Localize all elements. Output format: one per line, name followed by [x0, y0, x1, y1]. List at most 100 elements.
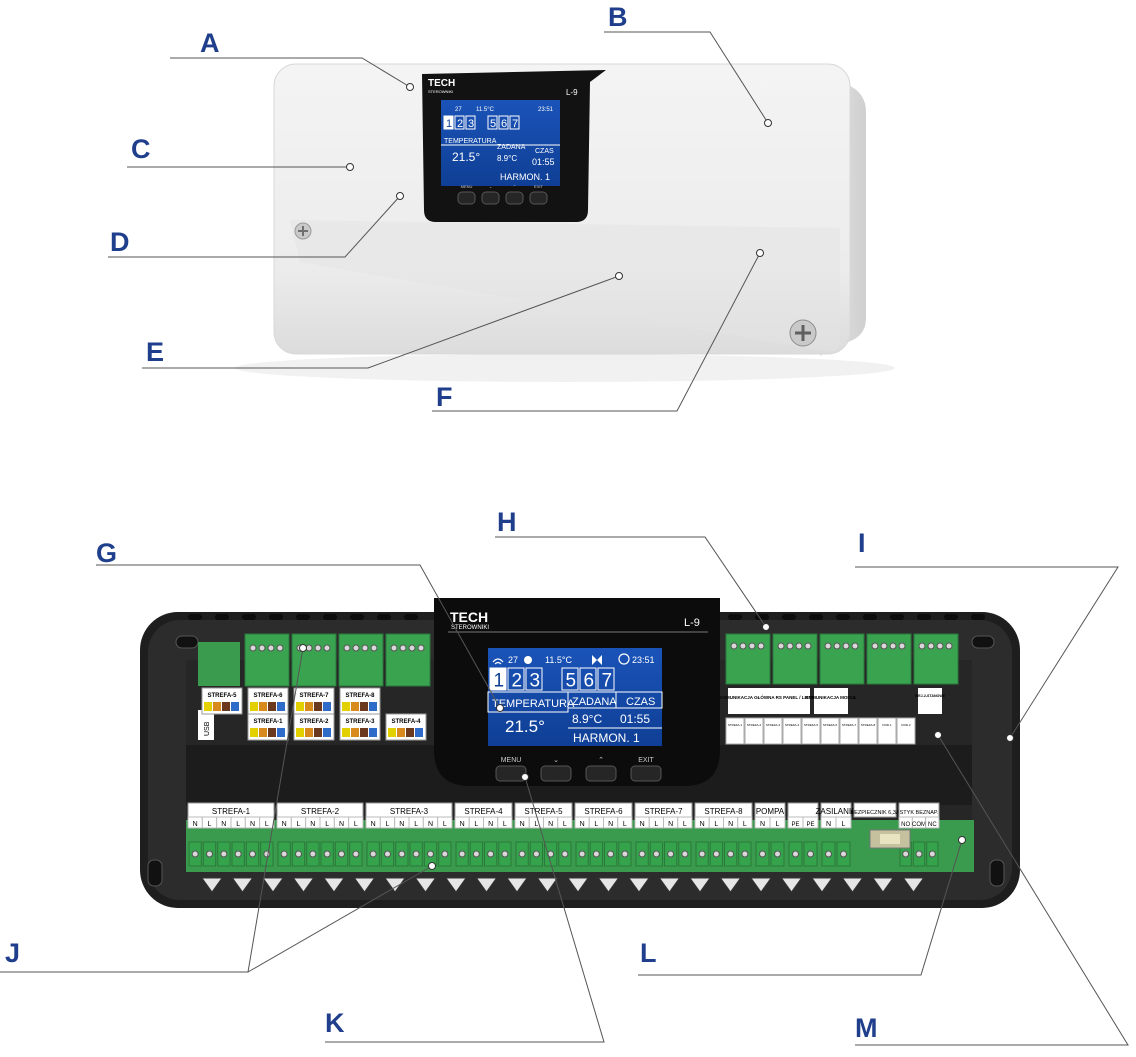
pin-label: L [534, 821, 538, 828]
terminal-group-label: STREFA-4 [464, 807, 503, 816]
cable-gland [780, 877, 803, 893]
zone-number: 7 [512, 118, 518, 130]
terminal-screw [915, 850, 923, 858]
panel-button[interactable] [457, 191, 476, 205]
vent-slot [404, 614, 418, 620]
terminal-screw [220, 850, 228, 858]
zone-box [443, 115, 454, 130]
panel-button[interactable] [481, 191, 500, 205]
zone-number: 6 [501, 118, 507, 130]
terminal-screw [840, 850, 847, 858]
terminal-block [866, 633, 912, 685]
terminal-screw [638, 850, 646, 858]
svg-text:23:51: 23:51 [538, 107, 554, 113]
callout-k: K [325, 1008, 345, 1038]
lcd-clock: 23:51 [632, 655, 655, 665]
cable-gland [658, 877, 681, 893]
cable-gland [506, 877, 528, 893]
pin-label: L [474, 821, 478, 828]
pin-label: N [760, 821, 765, 828]
vent-slot [728, 614, 742, 620]
pin-label: L [414, 821, 418, 828]
terminal-block [291, 633, 337, 687]
pin-label: L [443, 821, 447, 828]
pin-label: L [743, 821, 747, 828]
pin-label: L [842, 821, 846, 828]
svg-text:21.5°: 21.5° [452, 150, 480, 164]
panel-button[interactable] [630, 765, 662, 782]
terminal-block [338, 633, 384, 687]
cable-gland [445, 877, 467, 893]
terminal-group-label: STREFA-1 [212, 807, 251, 816]
terminal-group-label: STYK BEZNAP. [900, 810, 939, 816]
terminal-screw [384, 850, 391, 858]
cable-gland [323, 877, 345, 893]
terminal-screw [234, 850, 242, 858]
vent-slot [242, 614, 256, 620]
cable-gland [292, 877, 315, 893]
pin-label: L [683, 821, 687, 828]
terminal-screw [191, 850, 199, 858]
screw-left [294, 222, 312, 240]
button-label: EXIT [534, 184, 543, 189]
zone-input-label: STREFA-8 [861, 723, 876, 727]
zone-number: 6 [584, 671, 595, 692]
terminal-screw [249, 850, 256, 858]
pin-label: PE [791, 822, 799, 828]
terminal-screw [578, 850, 586, 858]
zone-number: 3 [530, 671, 541, 692]
callout-g: G [96, 538, 118, 568]
zone-number: 5 [490, 118, 496, 130]
pin-label: N [193, 821, 198, 828]
zone-number: 2 [512, 671, 523, 692]
terminal-screw [825, 850, 832, 858]
svg-text:HARMON. 1: HARMON. 1 [500, 172, 550, 182]
pin-label: COM [912, 822, 926, 828]
pin-label: N [728, 821, 733, 828]
pin-label: L [623, 821, 627, 828]
terminal-block [913, 633, 959, 685]
terminal-screw [652, 850, 660, 858]
zone-label: STREFA-3 [345, 719, 375, 725]
top-brand-sub: STEROWNIKI [428, 89, 453, 94]
terminal-group-label: ZASILANIE [816, 807, 857, 816]
terminal-screw [518, 850, 526, 858]
pin-label: L [265, 821, 269, 828]
pin-label: L [654, 821, 658, 828]
lcd-outdoor-temp: 11.5°C [545, 655, 572, 665]
pin-label: N [371, 821, 376, 828]
panel-button[interactable] [585, 765, 617, 782]
screw-right [789, 319, 817, 347]
zone-label: STREFA-5 [207, 693, 237, 699]
callout-j: J [5, 938, 21, 968]
vent-slot [323, 614, 337, 620]
cable-gland [353, 877, 376, 893]
zone-input-label: STREFA-6 [823, 723, 838, 727]
zone-box [465, 115, 476, 130]
zone-number: 5 [566, 671, 577, 692]
zone-box [597, 667, 615, 691]
cable-gland [567, 877, 589, 893]
zone-number: 2 [457, 118, 463, 130]
pin-label: L [563, 821, 567, 828]
terminal-screw [472, 850, 480, 858]
panel-button[interactable] [505, 191, 524, 205]
panel-button[interactable] [540, 765, 572, 782]
input-label: WEJ-2-STANOWE [915, 694, 946, 698]
cable-gland [597, 877, 620, 893]
pin-label: N [548, 821, 553, 828]
fuse-holder [869, 829, 911, 849]
svg-text:CZAS: CZAS [535, 148, 554, 155]
vent-slot [944, 614, 958, 620]
pin-label: N [221, 821, 226, 828]
zone-box [498, 115, 509, 130]
pin-label: L [714, 821, 718, 828]
vent-slot [917, 614, 931, 620]
panel-button[interactable] [529, 191, 548, 205]
zone-number: 1 [446, 118, 452, 130]
pin-label: L [354, 821, 358, 828]
pin-label: L [297, 821, 301, 828]
callout-a: A [200, 28, 220, 58]
terminal-screw [902, 850, 910, 858]
